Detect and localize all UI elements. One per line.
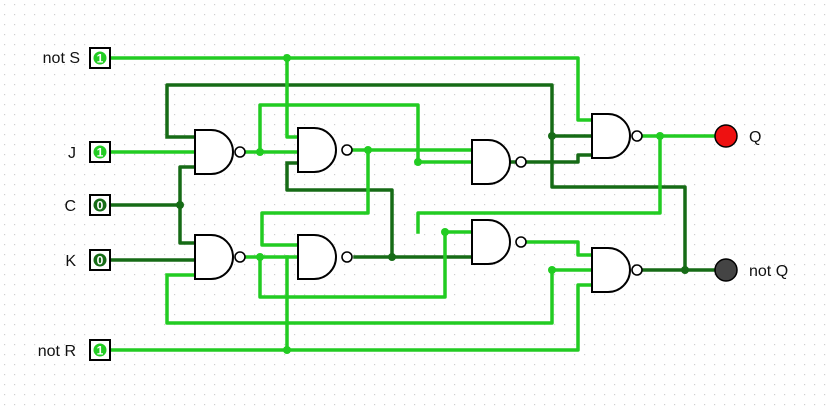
input-label-not-r: not R — [38, 343, 76, 360]
wires-high — [108, 56, 720, 352]
output-led-not-q[interactable]: not Q — [714, 258, 788, 282]
input-pin-not-r[interactable]: not R 1 — [38, 339, 111, 361]
wires-low — [108, 83, 720, 272]
nand-gate-lower-middle[interactable] — [297, 234, 353, 280]
input-label-not-s: not S — [43, 50, 80, 67]
junction-dot — [283, 54, 291, 62]
nand-gate-output-upper[interactable] — [591, 113, 643, 159]
wire-um-out — [260, 148, 474, 247]
junction-dot — [548, 266, 556, 274]
wire-ul-out — [244, 103, 474, 164]
nand-gate-upper-middle[interactable] — [297, 127, 353, 173]
junction-dot — [414, 158, 422, 166]
nand-gate-slave-lower[interactable] — [471, 219, 527, 265]
input-pin-c[interactable]: C 0 — [64, 194, 111, 216]
junction-dot — [256, 253, 264, 261]
output-leds: Q not Q — [714, 124, 788, 282]
output-label-not-q: not Q — [749, 263, 788, 280]
wire-mid-to-right — [510, 153, 594, 164]
input-pins: not S 1 J 1 C 0 K 0 not R 1 — [38, 47, 111, 361]
nand-gates — [194, 113, 643, 293]
input-pin-k[interactable]: K 0 — [65, 249, 111, 271]
nand-gate-upper-left[interactable] — [194, 129, 246, 175]
wire-lrm-out — [526, 240, 594, 257]
wire-upper-mid-loop — [285, 161, 394, 259]
input-pin-not-s[interactable]: not S 1 — [43, 47, 111, 69]
nand-gate-slave-upper[interactable] — [471, 139, 527, 185]
led-q-indicator — [714, 124, 738, 148]
junction-dot — [388, 253, 396, 261]
junction-dot — [548, 132, 556, 140]
junction-dot — [256, 148, 264, 156]
wire-not-s — [108, 56, 594, 139]
led-not-q-indicator — [714, 258, 738, 282]
output-label-q: Q — [749, 129, 761, 146]
wire-ll-out — [244, 230, 474, 299]
junction-dot — [283, 346, 291, 354]
junction-dot — [176, 201, 184, 209]
input-value-c: 0 — [97, 199, 104, 213]
input-value-not-s: 1 — [97, 52, 104, 66]
junction-dot — [681, 266, 689, 274]
input-value-j: 1 — [97, 146, 104, 160]
junction-dot — [441, 228, 449, 236]
junctions — [176, 54, 689, 354]
input-label-k: K — [65, 253, 76, 270]
input-label-c: C — [64, 198, 76, 215]
input-pin-j[interactable]: J 1 — [68, 141, 111, 163]
output-led-q[interactable]: Q — [714, 124, 761, 148]
junction-dot — [364, 146, 372, 154]
nand-gate-output-lower[interactable] — [591, 247, 643, 293]
input-label-j: J — [68, 145, 76, 162]
wire-not-r — [108, 255, 594, 352]
wire-q-out — [416, 134, 720, 234]
input-value-k: 0 — [97, 254, 104, 268]
wire-c — [108, 165, 197, 245]
junction-dot — [656, 132, 664, 140]
input-value-not-r: 1 — [97, 344, 104, 358]
nand-gate-lower-left[interactable] — [194, 234, 246, 280]
wire-bottom-loop — [165, 268, 594, 325]
